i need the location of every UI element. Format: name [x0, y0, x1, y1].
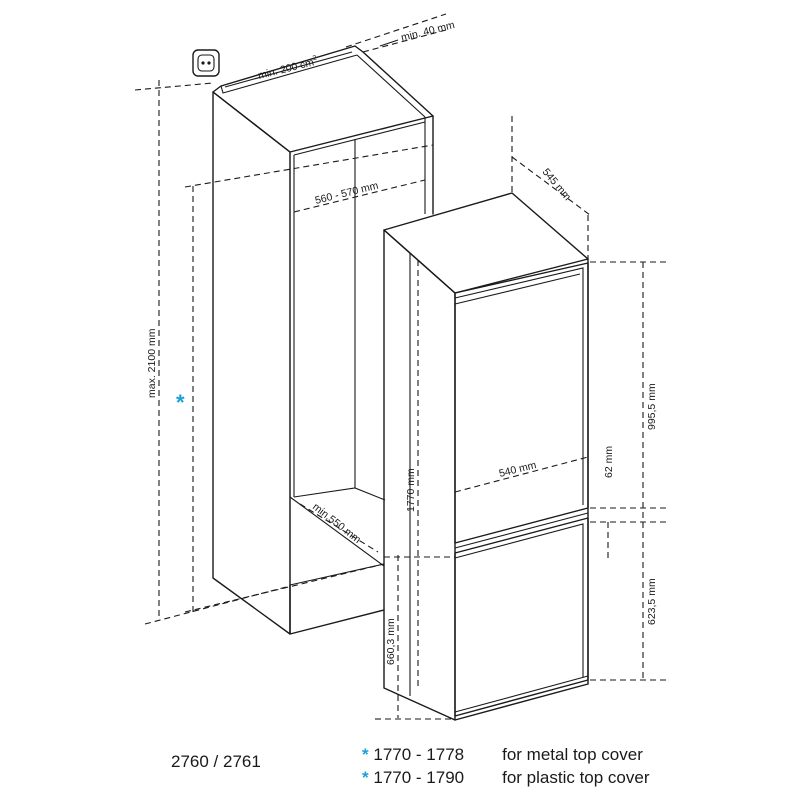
legend-text: for metal top cover [502, 745, 643, 764]
legend-row-metal: * 1770 - 1778 for metal top cover [362, 745, 643, 765]
legend-range: 1770 - 1778 [373, 745, 465, 764]
legend-asterisk: * [362, 768, 369, 787]
ventilation-area-label: min. 200 cm2 [257, 54, 320, 81]
door-gap-label: 62 mm [603, 446, 615, 478]
niche-height-label: max. 2100 mm [146, 328, 158, 398]
appliance-width-label: 540 mm [498, 459, 538, 480]
legend-text: for plastic top cover [502, 768, 650, 787]
appliance-height-label: 1770 mm [405, 468, 417, 512]
lower-door-label: 623,5 mm [646, 578, 658, 625]
lower-door-height-label: 660,3 mm [385, 618, 397, 665]
legend-row-plastic: * 1770 - 1790 for plastic top cover [362, 768, 650, 788]
dimension-lines [134, 13, 670, 720]
power-socket-icon [192, 49, 220, 77]
cabinet-niche [212, 45, 434, 635]
legend-range: 1770 - 1790 [373, 768, 465, 787]
dimension-labels: min. 200 cm2 min. 40 mm 545 mm 560 - 570… [146, 19, 658, 665]
niche-width-label: 560 - 570 mm [314, 180, 380, 207]
legend-asterisk: * [362, 745, 369, 764]
fridge-appliance [383, 192, 589, 721]
upper-door-label: 995,5 mm [646, 383, 658, 430]
top-gap-label: min. 40 mm [400, 19, 456, 44]
asterisk-mark: * [176, 390, 185, 415]
niche-depth-label: min.550 mm [310, 501, 363, 546]
depth-label: 545 mm [540, 166, 574, 203]
model-numbers: 2760 / 2761 [171, 752, 261, 771]
